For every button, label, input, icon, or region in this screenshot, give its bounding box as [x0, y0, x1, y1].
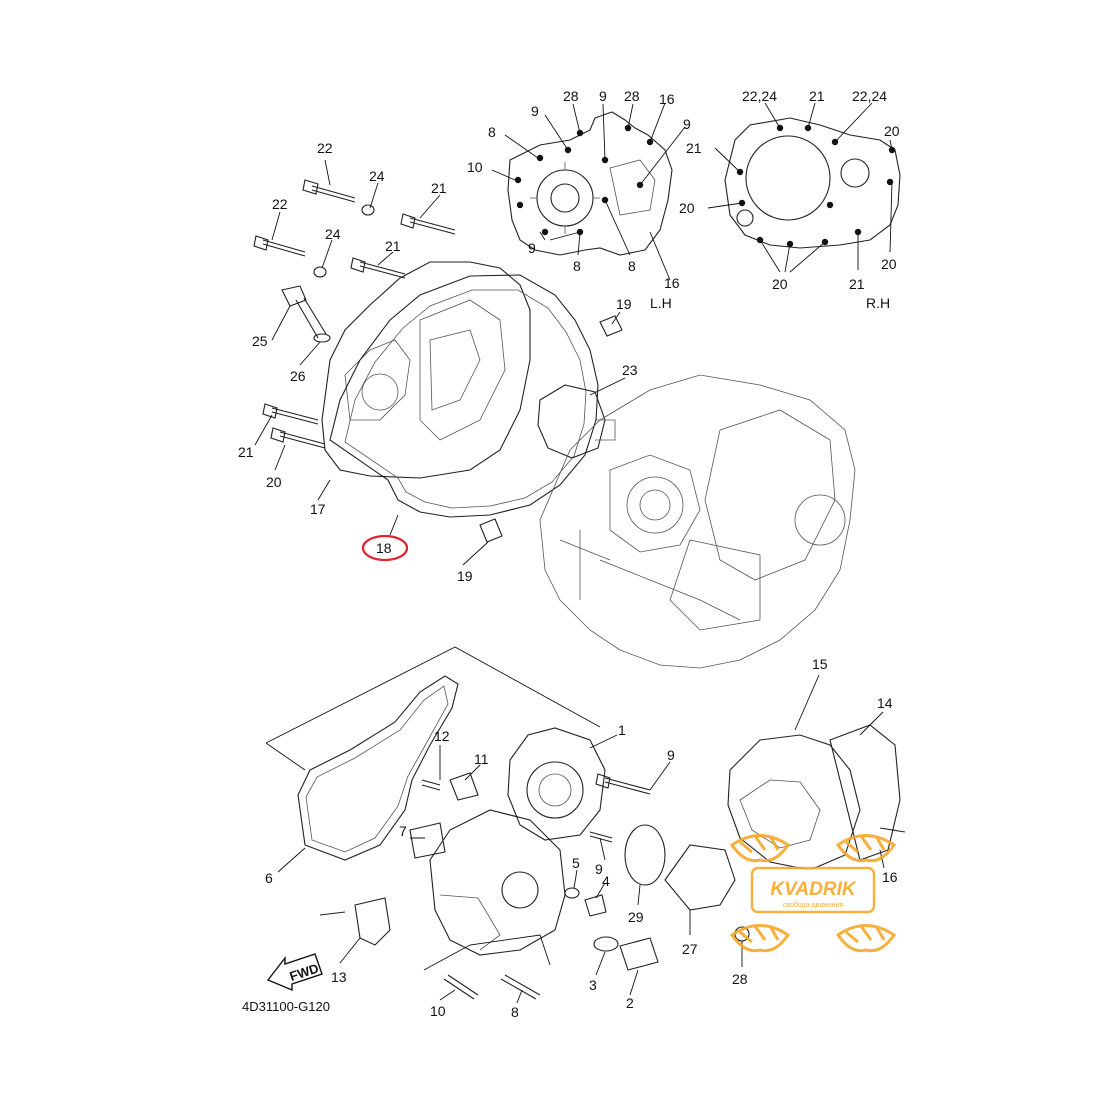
watermark-tagline: свобода движения [783, 901, 844, 909]
callout-label: 21 [431, 180, 447, 196]
callout-label: 9 [528, 240, 536, 256]
callout-label: 11 [474, 751, 489, 767]
callout-label: 21 [809, 88, 825, 104]
highlight-ring [361, 534, 409, 562]
crankcase-cover-lower [265, 646, 906, 1000]
callout-label: 19 [616, 296, 632, 312]
callout-label: 20 [772, 276, 788, 292]
callout-label: 14 [877, 695, 893, 711]
callout-label: 27 [682, 941, 698, 957]
callout-label: 8 [511, 1004, 519, 1020]
callout-label: 29 [628, 909, 644, 925]
callout-label: 8 [488, 124, 496, 140]
callout-label: 24 [325, 226, 341, 242]
callout-label: 22,24 [852, 88, 887, 104]
callout-label: 1 [618, 722, 626, 738]
callout-label: 9 [531, 103, 539, 119]
callout-label: 8 [628, 258, 636, 274]
kvadrik-watermark: KVADRIK свобода движения [729, 834, 897, 953]
callout-label: 16 [882, 869, 898, 885]
callout-label: 9 [667, 747, 675, 763]
callout-label: 9 [599, 88, 607, 104]
callout-label: 2 [626, 995, 634, 1011]
callout-label: 9 [683, 116, 691, 132]
leader-lines [254, 159, 885, 1004]
callout-label: 20 [679, 200, 695, 216]
callout-label: 21 [238, 444, 254, 460]
callout-label: 20 [881, 256, 897, 272]
callout-label: 28 [624, 88, 640, 104]
callout-label: 4 [602, 873, 610, 889]
diagram-code: 4D31100-G120 [242, 999, 330, 1014]
tire-tread-icon [729, 834, 897, 953]
callout-labels: 8 9 28 9 28 16 9 10 9 8 8 16 L.H 22,24 2… [238, 88, 900, 1020]
callout-label: 17 [310, 501, 326, 517]
lh-bolt-layout [491, 102, 686, 281]
callout-label: 15 [812, 656, 828, 672]
callout-label: 24 [369, 168, 385, 184]
callout-label: 12 [434, 728, 450, 744]
callout-label: 21 [849, 276, 865, 292]
engine-block [539, 374, 856, 669]
callout-label: 10 [467, 159, 483, 175]
callout-label: 6 [265, 870, 273, 886]
callout-label: 28 [732, 971, 748, 987]
callout-label: 10 [430, 1003, 446, 1019]
callout-label: 21 [686, 140, 702, 156]
callout-label: 16 [664, 275, 680, 291]
callout-label: 5 [572, 855, 580, 871]
callout-label: 22 [317, 140, 333, 156]
callout-label: 23 [622, 362, 638, 378]
lh-label: L.H [650, 295, 672, 311]
callout-label-highlighted: 18 [376, 540, 392, 556]
callout-label: 20 [884, 123, 900, 139]
rh-label: R.H [866, 295, 890, 311]
callout-label: 13 [331, 969, 347, 985]
callout-label: 7 [399, 823, 407, 839]
callout-label: 22 [272, 196, 288, 212]
rh-bolt-layout [707, 102, 901, 273]
callout-label: 16 [659, 91, 675, 107]
callout-label: 25 [252, 333, 268, 349]
callout-label: 9 [595, 861, 603, 877]
watermark-brand: KVADRIK [770, 879, 856, 900]
callout-label: 19 [457, 568, 473, 584]
callout-label: 8 [573, 258, 581, 274]
callout-label: 21 [385, 238, 401, 254]
callout-label: 26 [290, 368, 306, 384]
callout-label: 3 [589, 977, 597, 993]
callout-label: 28 [563, 88, 579, 104]
crankcase-cover-left [253, 179, 623, 543]
callout-label: 22,24 [742, 88, 777, 104]
callout-label: 20 [266, 474, 282, 490]
fwd-arrow-icon: FWD [266, 953, 323, 992]
